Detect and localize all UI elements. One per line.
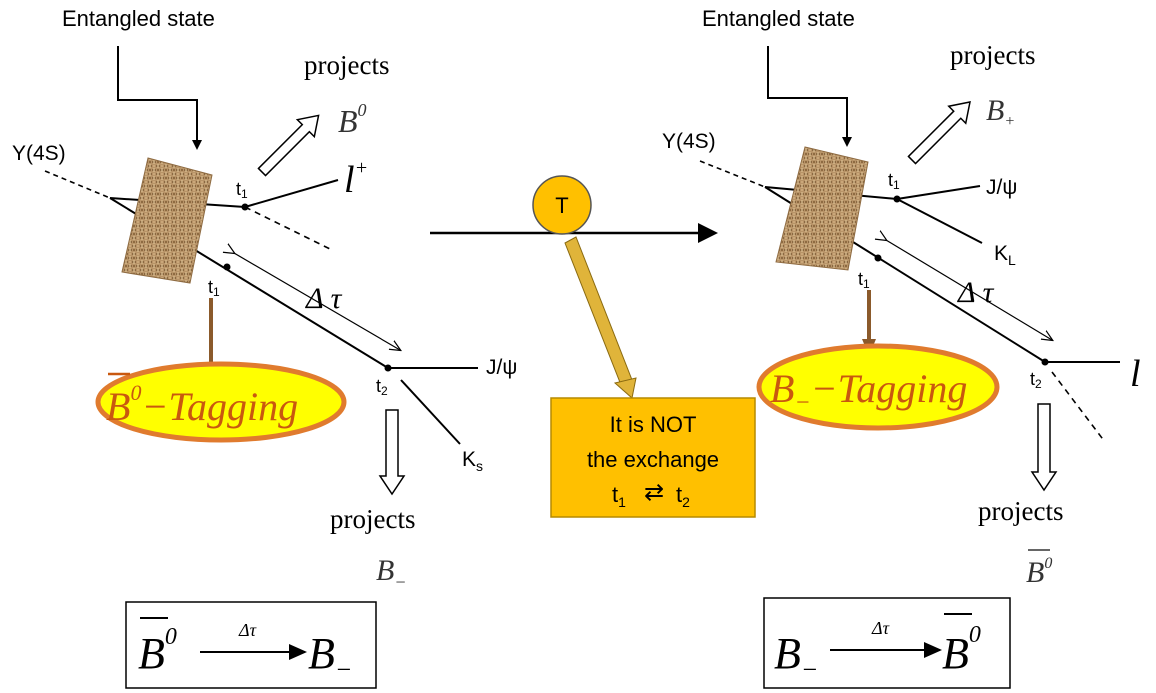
left-lepton-line (244, 179, 339, 208)
left-b-top: B0 (338, 100, 367, 139)
middle-note-t1: t1 (612, 482, 626, 510)
left-entangled-arrow (117, 46, 202, 150)
right-entangled-arrow (767, 46, 852, 147)
left-upsilon-label: Y(4S) (12, 142, 66, 165)
left-t1-lower: t1 (208, 277, 220, 299)
right-eq-source: B− (774, 629, 818, 684)
left-entangled-label: Entangled state (62, 6, 215, 31)
left-projects-top: projects (304, 50, 389, 80)
right-woven-wall-icon (775, 146, 869, 271)
middle-note-line1: It is NOT (610, 412, 697, 437)
left-eq-source: B0 (138, 624, 177, 678)
right-tagging-label: B−−Tagging (770, 366, 967, 416)
right-panel: Entangled state Y(4S) t1 J/ψ KL t1 proje… (662, 6, 1141, 689)
left-woven-wall-icon (121, 157, 213, 284)
t-circle-icon (532, 175, 592, 235)
t-circle-label: T (555, 193, 568, 218)
left-ks-line (400, 379, 461, 445)
left-equation-box (125, 601, 377, 689)
left-t1-lower-dot (223, 263, 231, 271)
left-delta-tau-arrow (234, 253, 400, 350)
right-lepton: l (1130, 353, 1141, 395)
right-t1-upper: t1 (888, 170, 900, 192)
left-ks: Ks (462, 448, 483, 474)
right-delta-tau: Δ τ (957, 276, 995, 309)
right-kl: KL (994, 242, 1016, 268)
left-delta-tau: Δ τ (305, 282, 343, 315)
right-hollow-arrow-down-icon (1030, 403, 1058, 492)
right-entangled-label: Entangled state (702, 6, 855, 31)
middle-note-t2: t2 (676, 482, 690, 510)
left-t1-upper-dot (241, 203, 249, 211)
right-hollow-arrow-top-icon (907, 101, 971, 165)
right-t2: t2 (1030, 369, 1042, 391)
right-b-bottom: B0 (1026, 555, 1052, 589)
right-eq-dt: Δτ (871, 618, 890, 638)
right-jpsi: J/ψ (986, 176, 1017, 199)
right-upsilon-dashed (699, 160, 766, 188)
middle-panel: T It is NOT the exchange t1 ⇄ t2 (430, 175, 756, 518)
left-eq-dt: Δτ (238, 620, 257, 640)
left-eq-target: B− (308, 629, 352, 684)
right-t1-upper-dot (893, 195, 901, 203)
right-kl-line (896, 198, 983, 244)
right-t1-lower: t1 (858, 269, 870, 291)
left-t2: t2 (376, 376, 388, 398)
middle-tan-arrow (564, 236, 635, 391)
left-dashed-continuation (244, 206, 333, 251)
left-projects-bottom: projects (330, 504, 415, 534)
left-b-bottom: B− (376, 554, 406, 592)
left-hollow-arrow-down-icon (378, 409, 406, 496)
left-t1-upper: t1 (236, 179, 248, 201)
middle-note-line2: the exchange (587, 447, 719, 472)
left-tagging-ellipse (95, 361, 347, 443)
right-projects-bottom: projects (978, 496, 1063, 526)
right-delta-tau-arrow (886, 240, 1052, 340)
right-t1-lower-dot (874, 254, 882, 262)
middle-note-box (550, 397, 756, 518)
left-lepton: l+ (344, 157, 368, 201)
left-hollow-arrow-top-icon (257, 114, 320, 177)
time-reversal-arrow-head (698, 223, 718, 243)
right-b-top: B+ (986, 94, 1015, 130)
left-upsilon-dashed (44, 170, 111, 199)
right-projects-top: projects (950, 40, 1035, 70)
right-dashed-continuation (1051, 371, 1106, 443)
right-upsilon-label: Y(4S) (662, 130, 716, 153)
right-eq-target: B0 (942, 622, 981, 678)
middle-note-exchange-icon: ⇄ (644, 479, 664, 506)
right-tagging-ellipse (756, 343, 1000, 431)
left-panel: Entangled state Y(4S) t1 t1 l+ projects … (12, 6, 517, 689)
middle-tan-arrow-head (613, 377, 637, 399)
left-tagging-label: B0−Tagging (106, 380, 298, 429)
left-jpsi: J/ψ (486, 356, 517, 379)
right-jpsi-line (896, 185, 981, 200)
